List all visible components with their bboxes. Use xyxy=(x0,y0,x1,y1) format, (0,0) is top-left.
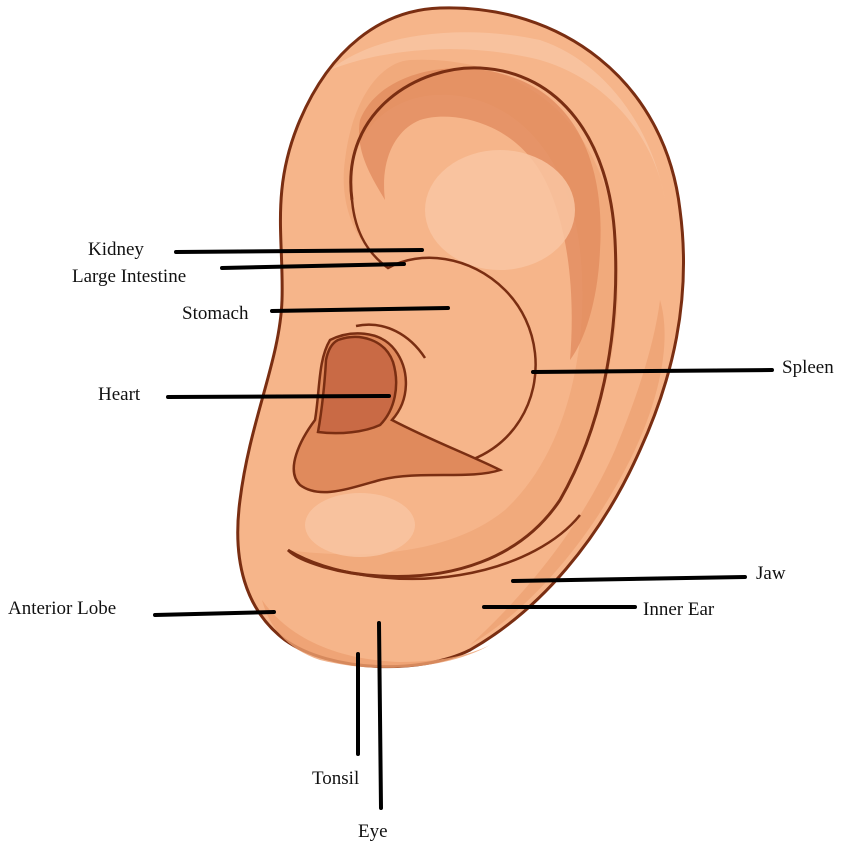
leader-line-kidney xyxy=(174,248,424,254)
leader-line-spleen xyxy=(531,368,774,374)
label-eye: Eye xyxy=(358,821,388,842)
label-spleen: Spleen xyxy=(782,357,834,378)
label-inner-ear: Inner Ear xyxy=(643,599,715,620)
label-tonsil: Tonsil xyxy=(312,768,360,789)
helix-highlight xyxy=(330,32,665,200)
leader-line-large-intestine xyxy=(220,262,406,270)
leader-line-anterior-lobe xyxy=(153,610,276,617)
lobe-shadow xyxy=(262,600,490,668)
triangular-fossa-highlight xyxy=(425,150,575,270)
ear-canal xyxy=(316,335,398,435)
lobe-highlight xyxy=(305,493,415,557)
lobe-arc xyxy=(287,514,581,581)
label-stomach: Stomach xyxy=(182,303,249,324)
label-anterior-lobe: Anterior Lobe xyxy=(8,598,117,619)
label-kidney: Kidney xyxy=(88,239,144,260)
leader-lines xyxy=(153,248,774,810)
tragus-arc xyxy=(355,323,427,359)
leader-line-heart xyxy=(166,394,391,399)
label-jaw: Jaw xyxy=(756,563,786,584)
label-large-intestine: Large Intestine xyxy=(72,266,187,287)
leader-line-jaw xyxy=(511,575,747,583)
antihelix-outline xyxy=(286,66,618,578)
leader-line-stomach xyxy=(270,306,450,313)
leader-line-eye xyxy=(377,621,383,810)
label-heart: Heart xyxy=(98,384,141,405)
scaphoid-fossa xyxy=(359,68,601,360)
antihelix-inner-outline xyxy=(350,199,537,470)
